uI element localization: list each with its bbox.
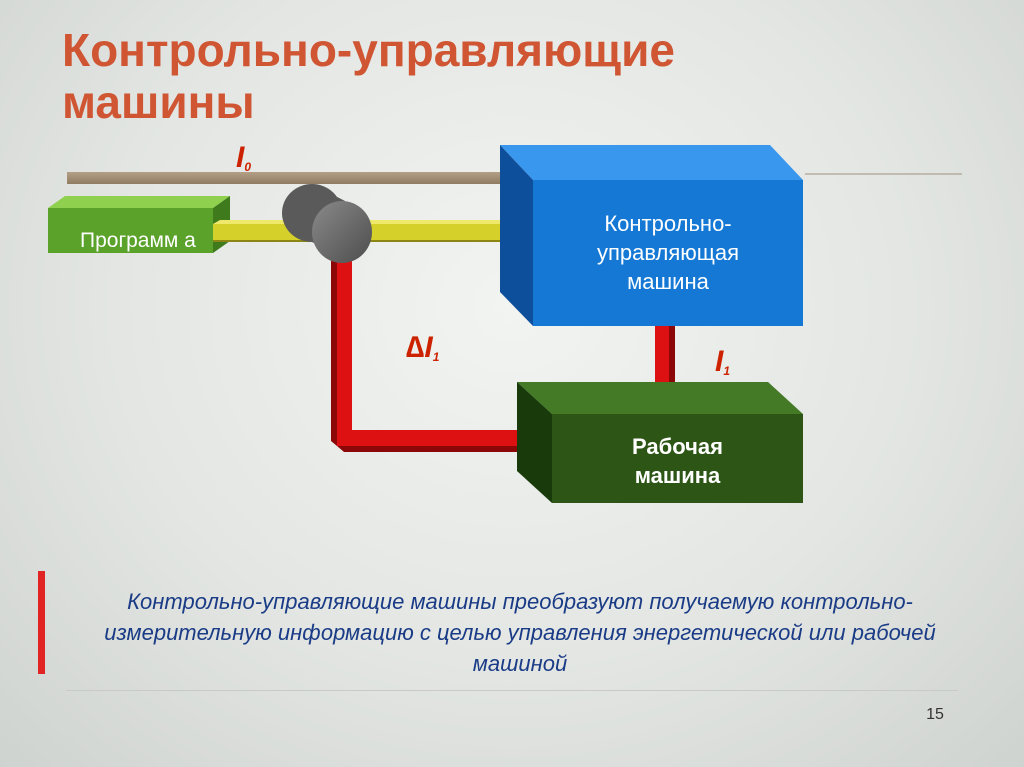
- signal-i1-symbol: I: [715, 345, 724, 378]
- control-machine-label-line-3: машина: [627, 269, 709, 294]
- title-line-2: машины: [62, 76, 255, 128]
- signal-i1-label: I1: [715, 347, 730, 382]
- signal-delta-i1-subscript: 1: [432, 350, 440, 364]
- signal-i0-symbol: I: [236, 141, 245, 174]
- quote-accent-bar: [38, 571, 45, 674]
- signal-delta-i1-symbol: ∆I: [406, 331, 433, 364]
- comparator-cylinder: [282, 184, 372, 263]
- work-machine-label-line-2: машина: [634, 463, 721, 488]
- control-machine-label-line-2: управляющая: [596, 240, 740, 265]
- signal-i1-subscript: 1: [723, 364, 731, 378]
- bottom-divider: [66, 690, 958, 691]
- signal-i0-label: I0: [236, 143, 251, 178]
- program-label: Программ а: [80, 229, 196, 252]
- work-machine-box: [517, 382, 803, 503]
- slide-title: Контрольно-управляющие машины: [62, 24, 962, 128]
- signal-delta-i1-label: ∆I1: [406, 333, 439, 368]
- work-machine-label-line-1: Рабочая: [632, 434, 723, 459]
- program-block: [48, 196, 230, 253]
- title-line-1: Контрольно-управляющие: [62, 24, 675, 76]
- signal-i0-subscript: 0: [244, 160, 252, 174]
- description-text: Контрольно-управляющие машины преобразую…: [104, 589, 936, 676]
- control-machine-label: Контрольно- управляющая машина: [533, 209, 803, 296]
- control-machine-label-line-1: Контрольно-: [604, 211, 732, 236]
- yellow-arrow-program-to-control: [213, 218, 536, 246]
- shaft-bar: [67, 172, 507, 184]
- work-machine-label: Рабочая машина: [552, 432, 803, 490]
- page-number: 15: [926, 706, 944, 723]
- control-machine-box: [500, 145, 803, 326]
